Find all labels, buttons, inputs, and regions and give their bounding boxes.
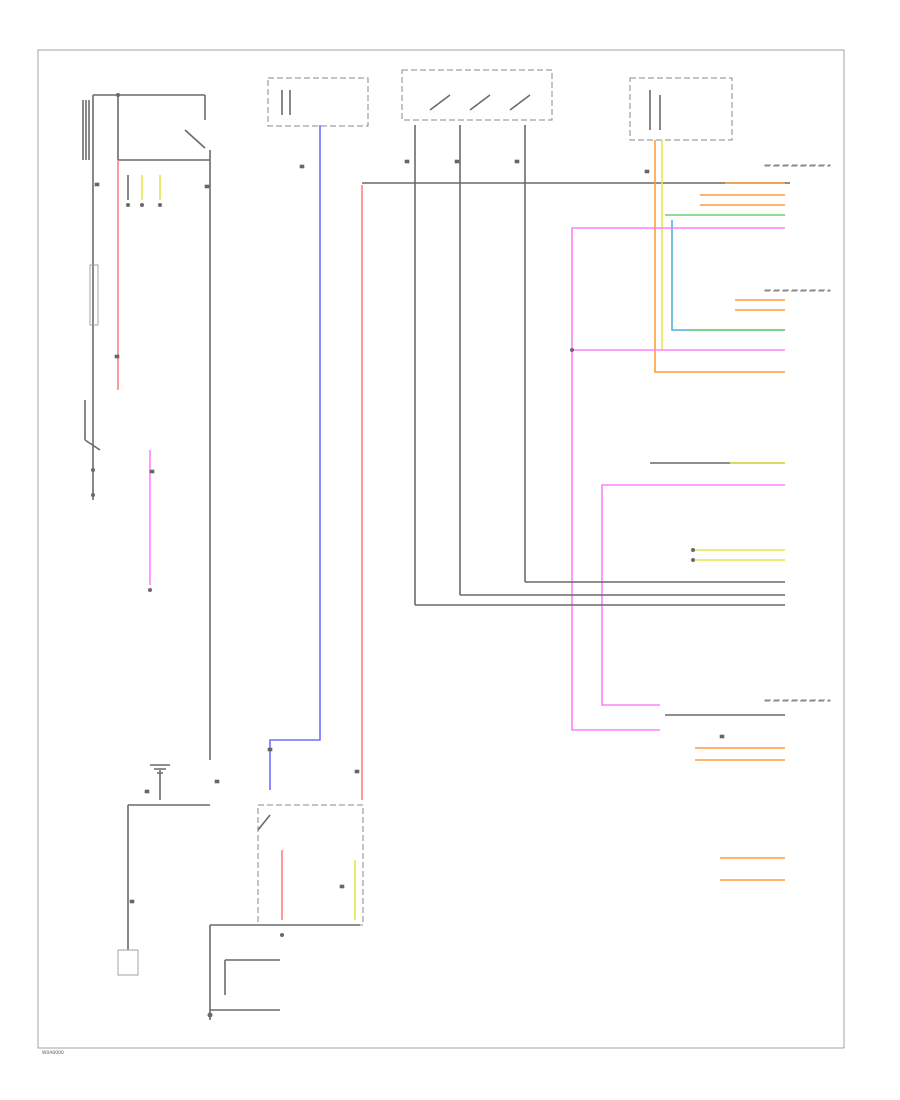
connector-tags <box>94 159 725 904</box>
diagram-frame <box>37 49 845 1049</box>
ignition-switch <box>401 69 553 605</box>
footer-code: W0A0000 <box>42 1050 64 1056</box>
blue-wire <box>269 125 321 790</box>
fuse-box-center <box>267 77 369 127</box>
ecm-connectors <box>415 140 831 881</box>
fuse-box-right <box>629 77 733 141</box>
ground-circuit <box>117 764 210 976</box>
battery-feed-circuit <box>82 93 211 760</box>
starter-relay <box>207 804 364 1020</box>
